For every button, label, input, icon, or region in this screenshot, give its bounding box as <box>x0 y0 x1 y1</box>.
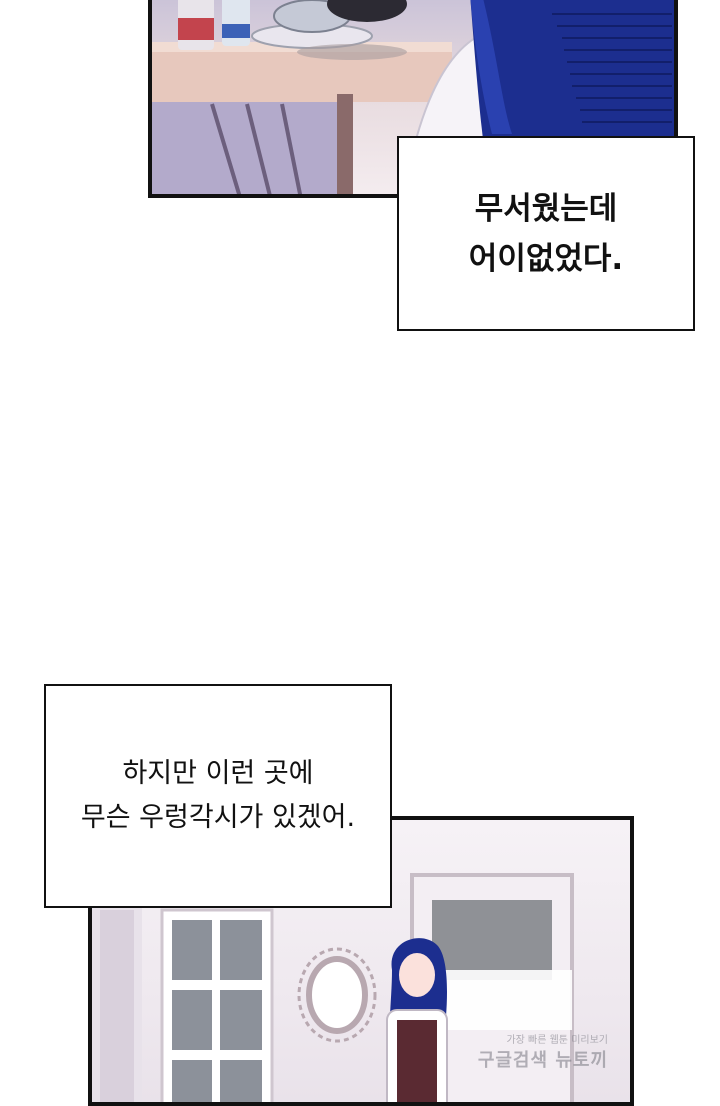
comic-panel-top <box>148 0 678 198</box>
narration-line: 무서웠는데 <box>474 190 618 227</box>
narration-line: 어이없었다. <box>468 240 624 277</box>
watermark-tagline: 가장 빠른 웹툰 미리보기 <box>506 1035 608 1046</box>
site-watermark: 가장 빠른 웹툰 미리보기 구글검색 뉴토끼 <box>478 1031 608 1072</box>
narration-box-bottom: 하지만 이런 곳에 무슨 우렁각시가 있겠어. <box>44 684 392 908</box>
narration-box-top: 무서웠는데 어이없었다. <box>397 136 695 331</box>
watermark-title: 구글검색 뉴토끼 <box>477 1050 608 1071</box>
narration-line: 무슨 우렁각시가 있겠어. <box>80 802 356 833</box>
narration-line: 하지만 이런 곳에 <box>122 758 314 789</box>
kitchen-scene-illustration <box>152 0 674 194</box>
room-scene-illustration <box>92 820 574 1102</box>
